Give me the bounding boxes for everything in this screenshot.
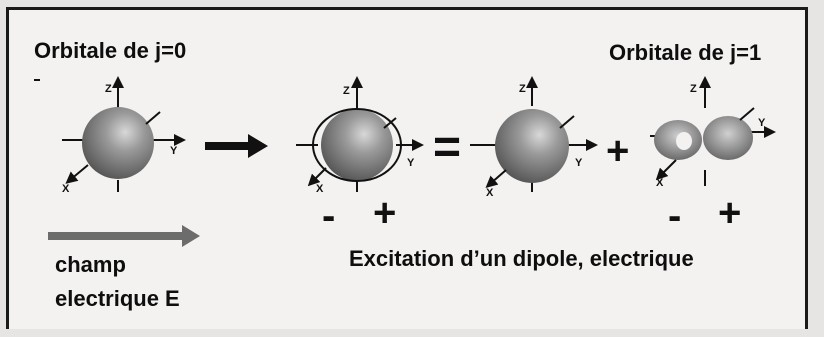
axis-z-label: Z	[343, 85, 350, 97]
minus-sign-middle: -	[322, 194, 336, 238]
minus-sign-right: -	[668, 194, 682, 238]
title-orbital-j0: Orbitale de j=0	[34, 38, 187, 63]
electric-field-label-line1: champ	[55, 252, 126, 277]
electric-field-arrow	[48, 225, 200, 247]
axis-y-label: Y	[575, 157, 583, 169]
sphere-j0-right: Z Y X	[470, 76, 598, 199]
axis-x-label: X	[486, 187, 494, 199]
axis-x-label: X	[62, 183, 70, 195]
title-orbital-j1: Orbitale de j=1	[609, 40, 762, 65]
axis-z-label: Z	[105, 83, 112, 95]
plus-sign-middle: +	[373, 191, 397, 235]
axis-x-label: X	[316, 183, 324, 195]
transition-arrow	[205, 134, 268, 158]
sphere-shape	[82, 107, 154, 179]
excitation-caption: Excitation d’un dipole, electrique	[349, 246, 694, 271]
axis-y-label: Y	[170, 145, 178, 157]
axis-z-label: Z	[519, 83, 526, 95]
axis-y-label: Y	[758, 117, 766, 129]
equals-sign: =	[433, 121, 462, 174]
electric-field-label-line2: electrique E	[55, 286, 180, 311]
plus-sign-combination: +	[606, 129, 630, 173]
lobe-positive	[703, 116, 753, 160]
axis-x-label: X	[656, 177, 664, 189]
plus-sign-right: +	[718, 191, 742, 235]
sphere-j0-left: Z Y X	[62, 76, 186, 195]
axis-y-label: Y	[407, 157, 415, 169]
electric-field-label: champ electrique E	[55, 248, 180, 316]
orbital-j1-dumbbell: Z Y X	[650, 76, 776, 189]
sphere-distorted-middle: Z Y X	[296, 76, 424, 195]
axis-z-label: Z	[690, 83, 697, 95]
